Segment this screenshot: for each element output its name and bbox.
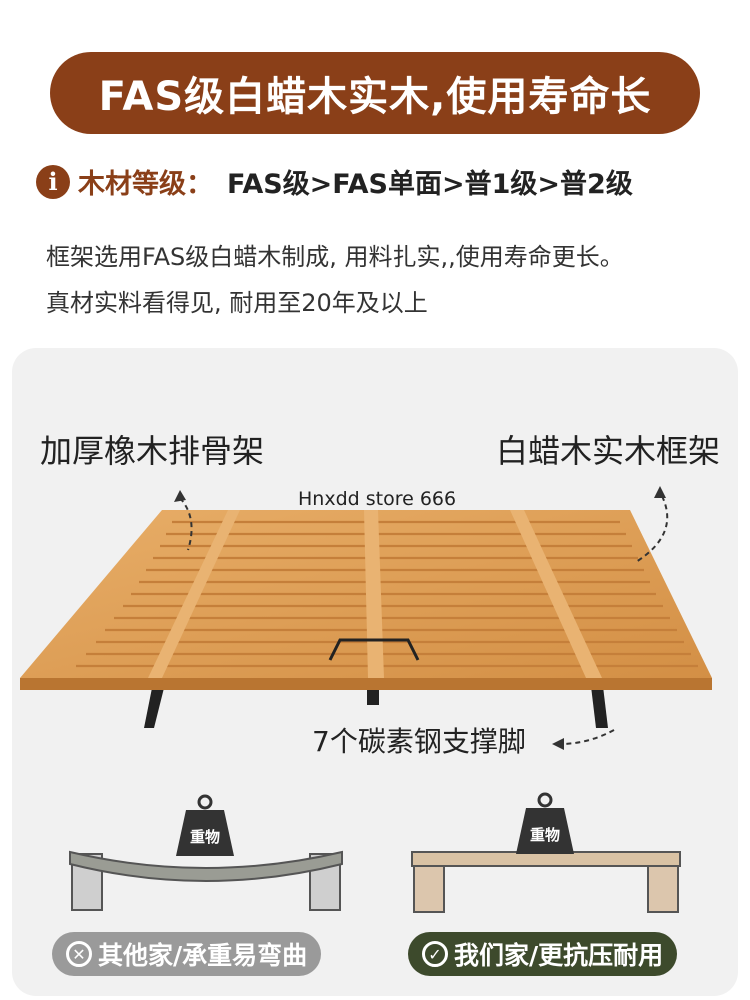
wood-grade-row: i 木材等级： FAS级>FAS单面>普1级>普2级	[36, 162, 633, 201]
cross-icon: ✕	[66, 941, 92, 967]
good-comparison-label: 我们家/更抗压耐用	[454, 941, 664, 970]
weight-icon	[176, 794, 234, 856]
bad-comparison-label: 其他家/承重易弯曲	[98, 941, 308, 970]
weight-label-good: 重物	[529, 826, 560, 844]
callout-frame: 白蜡木实木框架	[496, 432, 721, 470]
info-icon: i	[36, 164, 70, 199]
arrow-legs	[559, 729, 615, 745]
weight-label-bad: 重物	[189, 828, 220, 846]
weight-icon	[516, 792, 574, 854]
headline-text: FAS级白蜡木实木,使用寿命长	[98, 74, 652, 120]
callout-slats: 加厚橡木排骨架	[40, 432, 265, 470]
wood-grade-value: FAS级>FAS单面>普1级>普2级	[227, 169, 633, 200]
support-rail	[364, 510, 384, 678]
bent-board	[69, 850, 343, 882]
slats	[76, 520, 698, 668]
description-line-1: 框架选用FAS级白蜡木制成, 用料扎实,,使用寿命更长。	[46, 243, 624, 271]
good-post-left	[413, 865, 445, 913]
headline-banner: FAS级白蜡木实木,使用寿命长	[50, 52, 700, 134]
bed-frame-illustration	[20, 486, 712, 913]
check-icon: ✓	[422, 941, 448, 967]
good-post-right	[647, 865, 679, 913]
support-rail	[148, 510, 240, 678]
arrow-left	[179, 497, 193, 551]
arrow-right	[635, 495, 669, 563]
description: 框架选用FAS级白蜡木制成, 用料扎实,,使用寿命更长。 真材实料看得见, 耐用…	[46, 234, 726, 326]
frame-edge	[20, 678, 712, 690]
support-rail	[510, 510, 602, 678]
steel-leg	[144, 688, 164, 728]
wood-grade-label: 木材等级：	[78, 169, 213, 200]
callout-legs: 7个碳素钢支撑脚	[312, 725, 526, 758]
good-comparison-pill: ✓ 我们家/更抗压耐用	[408, 932, 678, 976]
bad-comparison-pill: ✕ 其他家/承重易弯曲	[52, 932, 322, 976]
store-watermark: Hnxdd store 666	[298, 488, 457, 510]
product-illustration-panel: 加厚橡木排骨架 白蜡木实木框架 7个碳素钢支撑脚 Hnxdd store 666…	[12, 348, 738, 996]
description-line-2: 真材实料看得见, 耐用至20年及以上	[46, 289, 428, 317]
lift-handle	[328, 638, 420, 661]
steel-leg	[590, 678, 608, 728]
